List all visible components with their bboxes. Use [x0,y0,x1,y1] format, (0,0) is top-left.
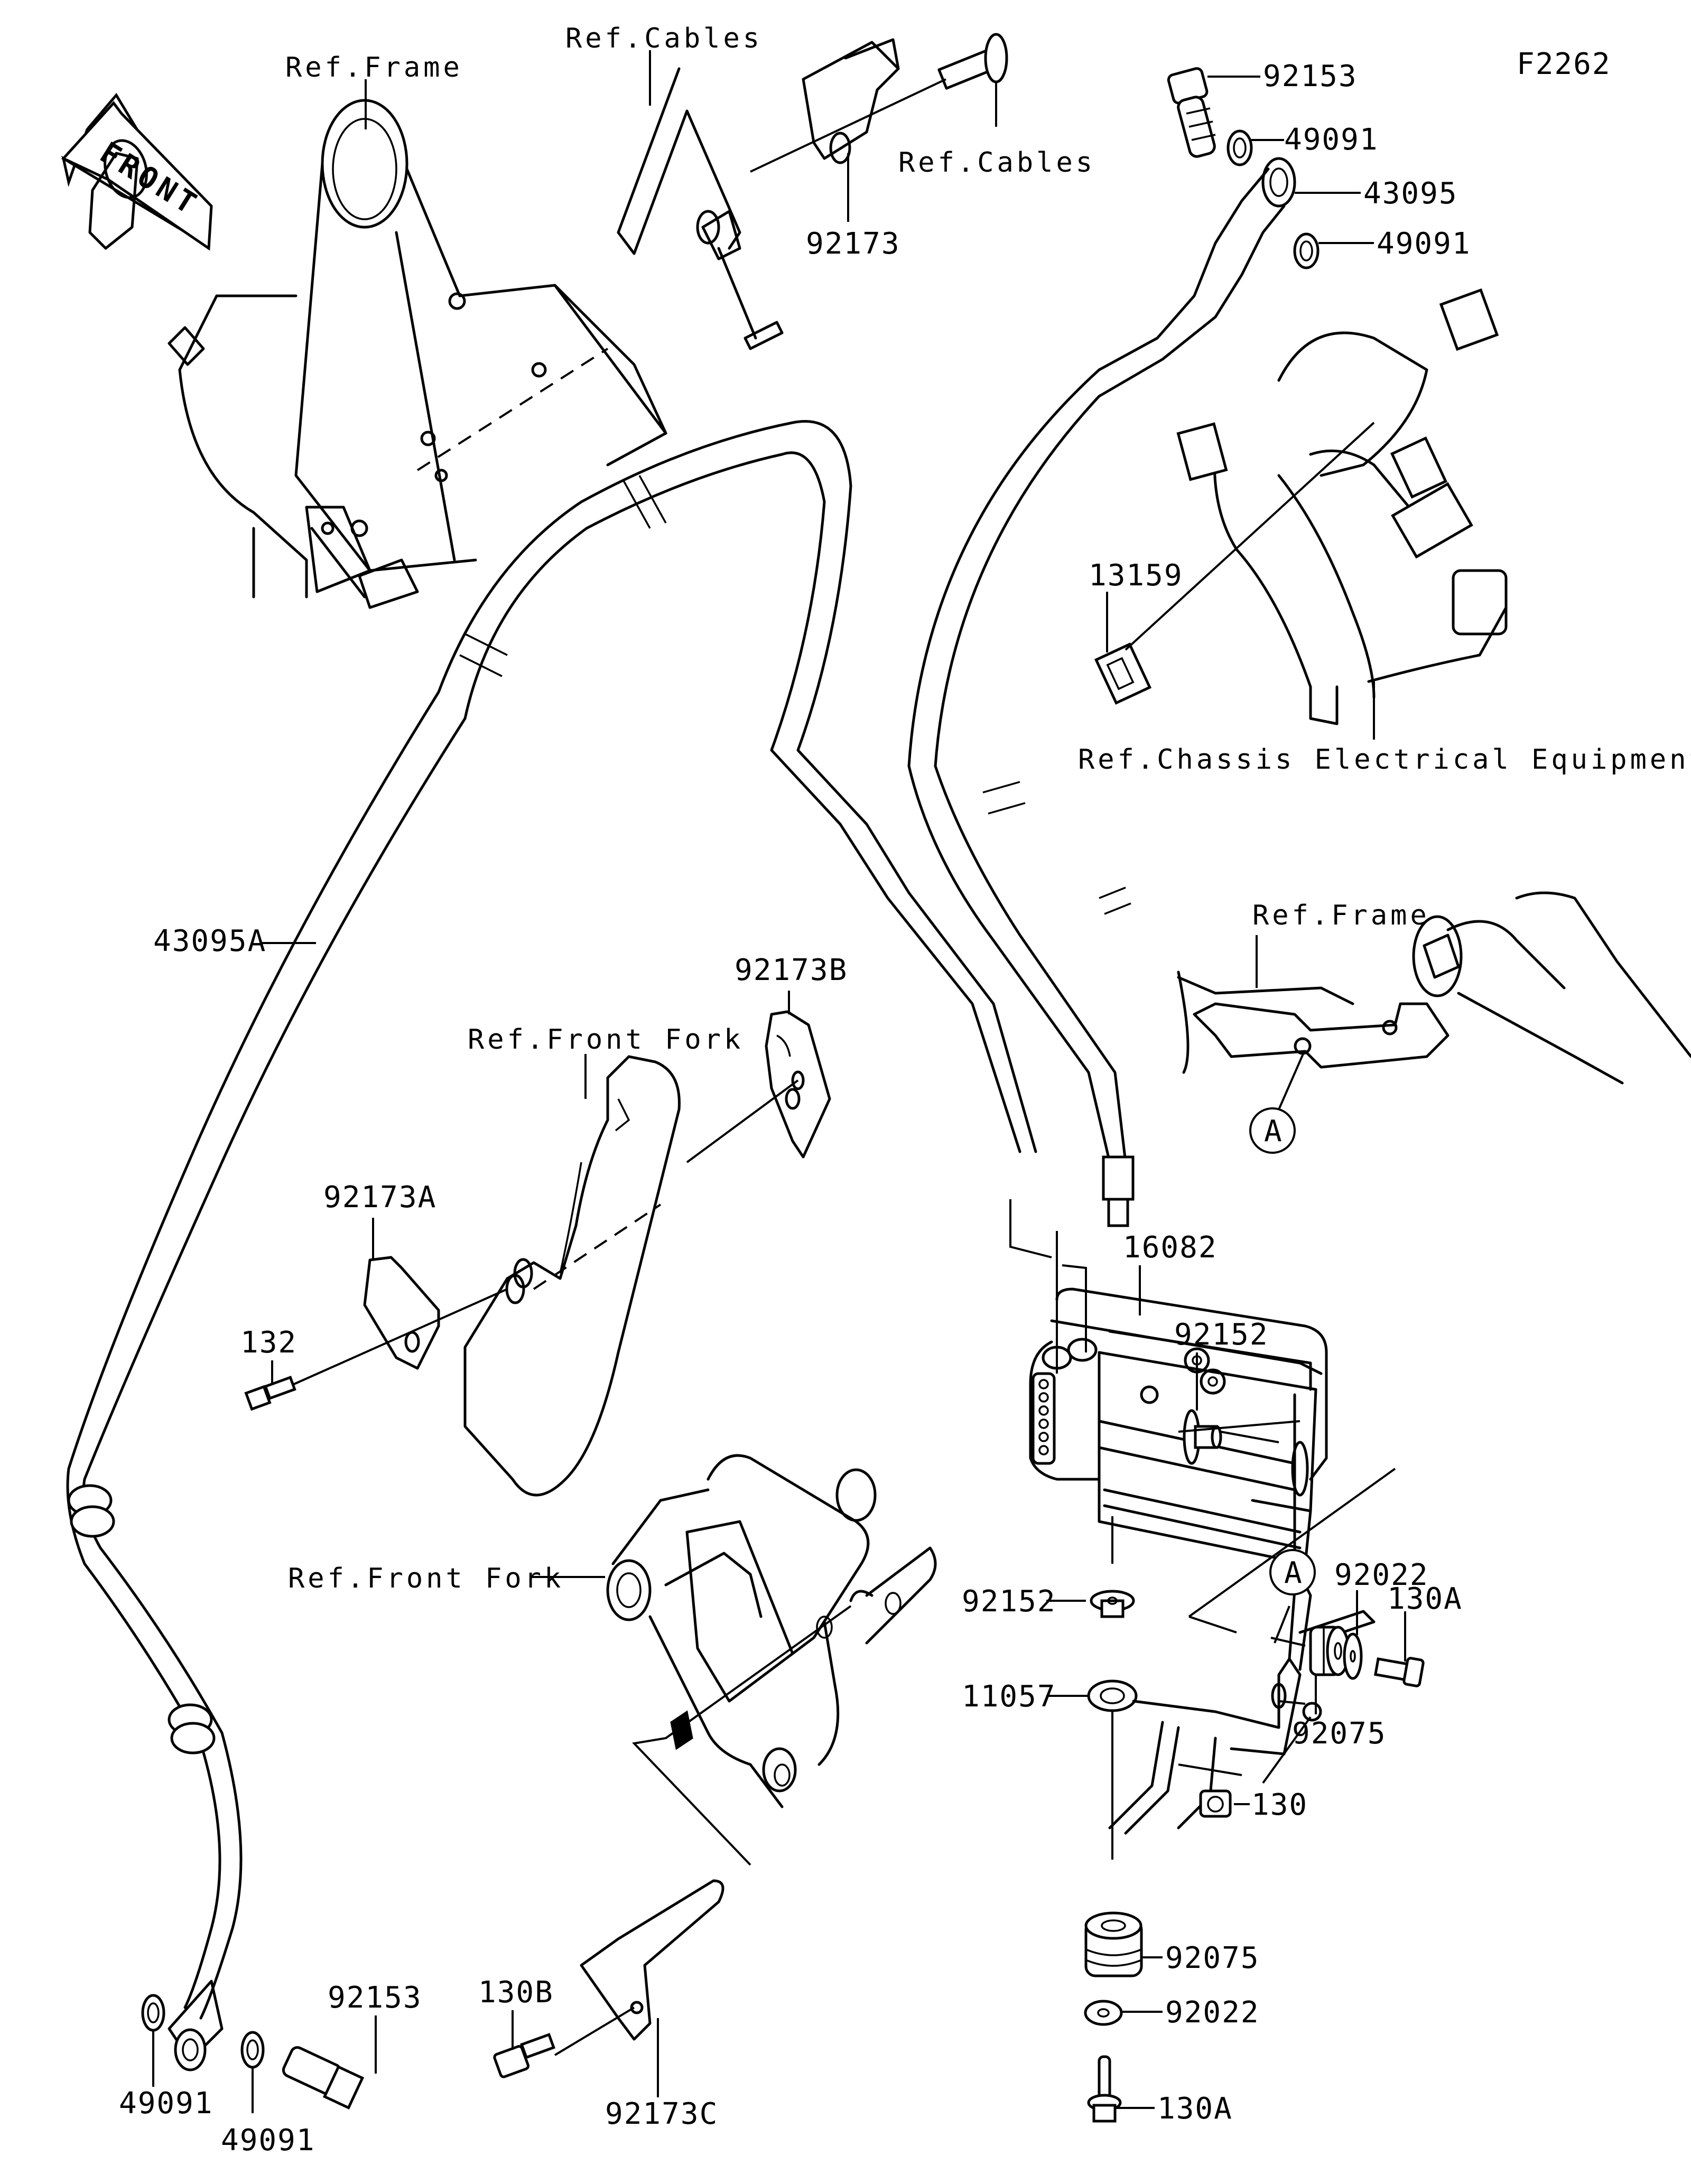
front-fork-guard [463,1055,681,1497]
callout-92173: 92173 [806,227,900,261]
cable-guide-wire [617,67,784,350]
bracket-sub-lines [1178,1700,1306,1776]
washer-49091-top1 [1227,129,1253,166]
collar-92152-side [1183,1409,1222,1465]
connector-pins-icon [1038,1379,1049,1455]
nut-130-axis-line [1262,1716,1312,1784]
bolt-132-axis-line [287,1288,508,1388]
callout-92152-side: 92152 [1174,1318,1269,1352]
ref-chassis-electrical-label: Ref.Chassis Electrical Equipment [1078,744,1691,776]
washer-92022-bottom [1084,2000,1123,2026]
callout-92075-bottom: 92075 [1165,1941,1260,1975]
callout-92153-top: 92153 [1263,59,1358,94]
front-fork-bracket [606,1454,937,1866]
marker-a-frame: A [1264,1114,1283,1149]
marker-a-frame-leader [1278,1053,1304,1110]
callout-16082: 16082 [1123,1230,1218,1265]
bracket-assembly-line-lower [1188,1616,1237,1634]
ref-front-fork-lower-label: Ref.Front Fork [288,1563,564,1594]
callout-13159: 13159 [1089,558,1183,593]
callout-43095A: 43095A [153,924,266,958]
cable-bolt [937,33,1008,90]
callout-132: 132 [240,1326,297,1360]
callout-49091-top2: 49091 [1377,227,1471,261]
grommet-92075-bottom [1084,1911,1143,1977]
collar-92152-side-axis-line [1178,1420,1300,1433]
fork-guard-dashed-axis [533,1203,662,1290]
ref-frame-top-label: Ref.Frame [285,52,463,83]
banjo-bolt-92153-bottom [282,2046,365,2110]
clamp-92173A [363,1256,440,1370]
bolt-130A-right [1373,1657,1425,1687]
marker-a-bracket-leader [1274,1606,1290,1644]
connector-13159 [1094,642,1152,705]
brake-hose-43095A [66,420,1037,2071]
callout-130: 130 [1251,1788,1308,1822]
callout-92022-bottom: 92022 [1165,1995,1260,2030]
clamp-92173 [802,38,900,164]
callout-92153-bottom: 92153 [328,1981,422,2015]
clamp-bolt-axis-line [750,78,946,173]
washer-49091-bl2 [240,2031,265,2069]
nut-130 [1199,1789,1232,1818]
callout-11057: 11057 [962,1679,1056,1714]
callout-92173A: 92173A [323,1180,436,1215]
bolt-132 [244,1375,296,1411]
washer-92022-right [1343,1632,1363,1680]
callout-130A-bottom: 130A [1157,2092,1233,2126]
marker-a-bracket: A [1284,1556,1303,1590]
washer-49091-top2 [1293,232,1320,269]
callout-92173B: 92173B [735,953,848,987]
collar-92152-bottom [1090,1590,1135,1618]
callout-49091-top1: 49091 [1284,123,1379,157]
ref-cables-bolt-label: Ref.Cables [898,147,1095,179]
bolt-130B-axis-line [554,2006,635,2056]
bracket-92173C [580,1879,724,2041]
ref-frame-right-label: Ref.Frame [1252,900,1430,931]
brake-hose-43095 [907,157,1296,1227]
marker-a-bracket-circle [1269,1549,1316,1595]
clamp-92173B [765,1010,831,1159]
bolt-130A-bottom [1087,2055,1122,2123]
bracket-assembly-line-upper [1188,1468,1396,1618]
collar-92152-side-axis-line-2 [1220,1431,1279,1443]
grommet-92075-right [1309,1626,1350,1676]
washer-49091-bl1 [141,1994,165,2032]
callout-92173C: 92173C [605,2097,718,2131]
callout-130B: 130B [478,1975,554,2010]
banjo-bolt-92153-top [1167,67,1216,158]
connector-13159-axis-line [1125,422,1375,651]
clamp-92173B-axis-line [686,1079,799,1163]
callout-49091-bl1: 49091 [119,2086,213,2121]
frame-right-section [1177,891,1691,1085]
frame-steering-head [88,99,667,609]
ref-front-fork-upper-label: Ref.Front Fork [468,1024,744,1056]
hose-to-abs-line-left [1009,1199,1087,1352]
bolt-130B [493,2033,555,2078]
callout-130A-right: 130A [1387,1582,1463,1616]
wiring-harness [1176,288,1508,725]
callout-92152-bottom: 92152 [962,1584,1056,1619]
ref-cables-top-label: Ref.Cables [565,23,763,54]
callout-43095: 43095 [1363,176,1458,211]
figure-code: F2262 [1517,47,1611,81]
marker-a-frame-circle [1249,1107,1296,1154]
callout-92022-right: 92022 [1334,1558,1429,1592]
callout-49091-bl2: 49091 [221,2123,315,2158]
grommet-axis-line [1270,1637,1306,1647]
